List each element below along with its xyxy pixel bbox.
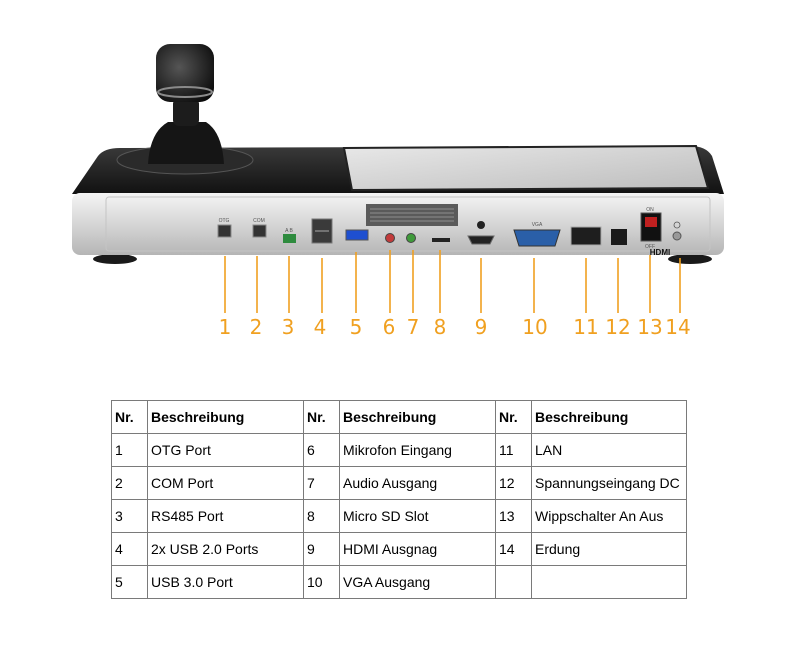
vga-port-label: VGA <box>532 222 543 228</box>
table-header-row: Nr. Beschreibung Nr. Beschreibung Nr. Be… <box>111 400 687 434</box>
com-port <box>252 224 267 238</box>
otg-port-label: OTG <box>219 218 230 224</box>
callout-number: 1 <box>219 315 232 339</box>
cell-nr: 10 <box>303 565 340 599</box>
com-port-label: COM <box>253 218 265 224</box>
ground-screw <box>672 231 682 241</box>
audio-jack <box>406 233 416 243</box>
cell-description: VGA Ausgang <box>339 565 496 599</box>
header-nr: Nr. <box>303 400 340 434</box>
device-foot-right <box>668 254 712 264</box>
otg-port <box>217 224 232 238</box>
cell-nr: 4 <box>111 532 148 566</box>
table-row: 5 USB 3.0 Port 10 VGA Ausgang <box>111 565 687 599</box>
callout-number: 8 <box>434 315 447 339</box>
table-row: 4 2x USB 2.0 Ports 9 HDMI Ausgnag 14 Erd… <box>111 532 687 566</box>
mic-jack <box>385 233 395 243</box>
device-foot-left <box>93 254 137 264</box>
cell-nr: 7 <box>303 466 340 500</box>
switch-off-label: OFF <box>645 244 655 250</box>
switch-on-label: ON <box>646 207 654 213</box>
dc-power-jack <box>611 229 627 245</box>
cell-description: Audio Ausgang <box>339 466 496 500</box>
cell-description: Micro SD Slot <box>339 499 496 533</box>
ground-icon <box>673 221 681 229</box>
callout-number: 12 <box>605 315 630 339</box>
hdmi-indicator <box>477 221 485 229</box>
cell-nr: 3 <box>111 499 148 533</box>
cell-description: HDMI Ausgnag <box>339 532 496 566</box>
joystick-shaft <box>173 98 199 126</box>
callout-number: 7 <box>407 315 420 339</box>
cell-nr: 9 <box>303 532 340 566</box>
cell-description: Erdung <box>531 532 687 566</box>
joystick-knob <box>156 44 214 102</box>
callout-number: 2 <box>250 315 263 339</box>
device-display-screen <box>342 144 710 192</box>
cell-nr: 8 <box>303 499 340 533</box>
header-nr: Nr. <box>495 400 532 434</box>
cell-nr: 5 <box>111 565 148 599</box>
callout-number: 5 <box>350 315 363 339</box>
cell-nr: 12 <box>495 466 532 500</box>
cell-description: Wippschalter An Aus <box>531 499 687 533</box>
cell-description: 2x USB 2.0 Ports <box>147 532 304 566</box>
callout-number: 4 <box>314 315 327 339</box>
callout-number: 10 <box>522 315 547 339</box>
callout-number: 11 <box>573 315 598 339</box>
rs485-port-label: A B <box>285 228 293 234</box>
callout-number: 14 <box>665 315 690 339</box>
callout-number: 13 <box>637 315 662 339</box>
lan-port <box>570 226 602 246</box>
cell-description: COM Port <box>147 466 304 500</box>
hdmi-port <box>467 235 495 245</box>
cell-nr: 6 <box>303 433 340 467</box>
cell-description <box>531 565 687 599</box>
cell-nr: 13 <box>495 499 532 533</box>
cell-description: Spannungseingang DC <box>531 466 687 500</box>
cell-description: Mikrofon Eingang <box>339 433 496 467</box>
vga-port <box>513 229 561 247</box>
callout-number: 6 <box>383 315 396 339</box>
callout-number: 3 <box>282 315 295 339</box>
cell-nr: 1 <box>111 433 148 467</box>
cell-description: RS485 Port <box>147 499 304 533</box>
callout-number: 9 <box>475 315 488 339</box>
cell-description: LAN <box>531 433 687 467</box>
joystick-knob-band <box>157 86 213 98</box>
table-row: 2 COM Port 7 Audio Ausgang 12 Spannungse… <box>111 466 687 500</box>
header-description: Beschreibung <box>339 400 496 434</box>
micro-sd-slot <box>432 238 450 242</box>
table-row: 1 OTG Port 6 Mikrofon Eingang 11 LAN <box>111 433 687 467</box>
joystick-boot <box>148 122 224 164</box>
cell-description: USB 3.0 Port <box>147 565 304 599</box>
cell-nr: 2 <box>111 466 148 500</box>
cell-nr <box>495 565 532 599</box>
cell-nr: 14 <box>495 532 532 566</box>
header-nr: Nr. <box>111 400 148 434</box>
vent-grille <box>366 204 458 226</box>
header-description: Beschreibung <box>147 400 304 434</box>
header-description: Beschreibung <box>531 400 687 434</box>
cell-nr: 11 <box>495 433 532 467</box>
usb3-port <box>345 229 369 241</box>
port-description-table: Nr. Beschreibung Nr. Beschreibung Nr. Be… <box>111 400 687 599</box>
cell-description: OTG Port <box>147 433 304 467</box>
rs485-port <box>283 234 296 243</box>
table-row: 3 RS485 Port 8 Micro SD Slot 13 Wippscha… <box>111 499 687 533</box>
hdmi-logo: HDMI <box>650 248 670 257</box>
